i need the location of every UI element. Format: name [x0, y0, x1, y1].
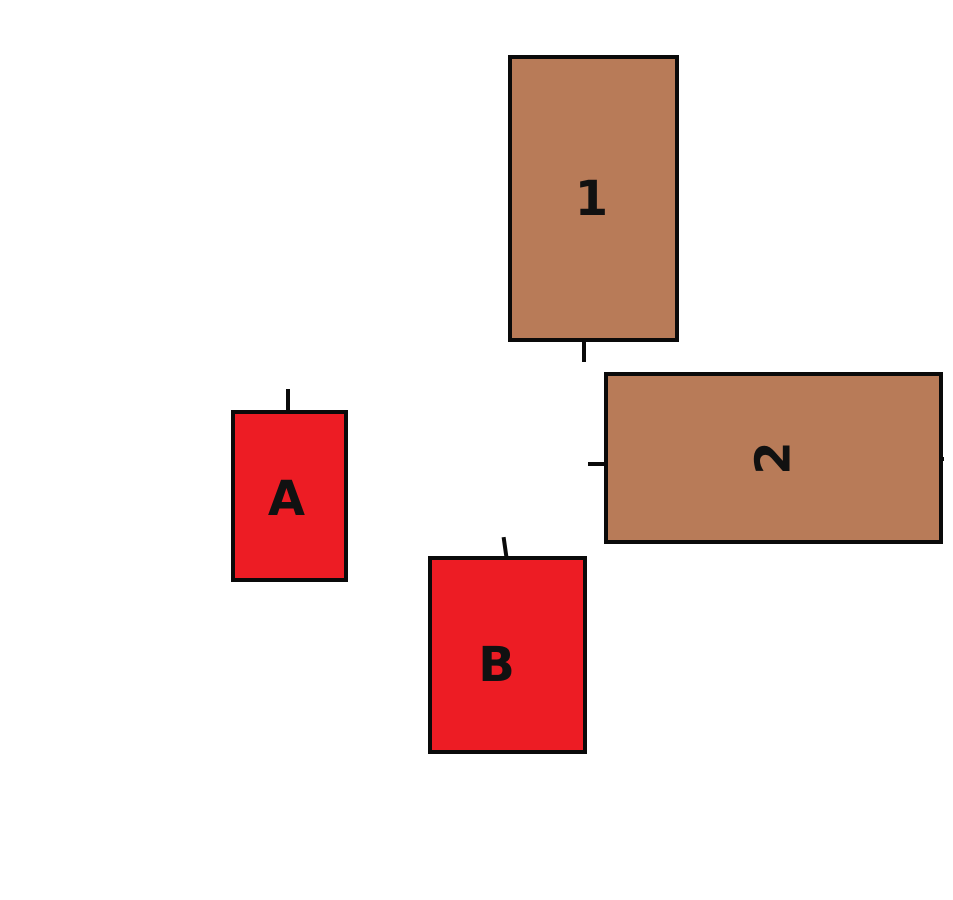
box-b: B — [428, 556, 587, 754]
box-b-connector — [501, 536, 509, 558]
box-1-label: 1 — [574, 170, 609, 227]
box-1: 1 — [508, 55, 679, 342]
box-2-connector-left — [588, 462, 606, 466]
box-a: A — [231, 410, 348, 582]
box-2-connector-right — [941, 457, 944, 461]
box-1-connector — [582, 340, 586, 362]
box-2-label: 2 — [745, 441, 802, 475]
box-b-label: B — [478, 637, 515, 693]
box-a-label: A — [267, 471, 306, 527]
box-2: 2 — [604, 372, 943, 544]
box-a-connector — [286, 389, 290, 411]
